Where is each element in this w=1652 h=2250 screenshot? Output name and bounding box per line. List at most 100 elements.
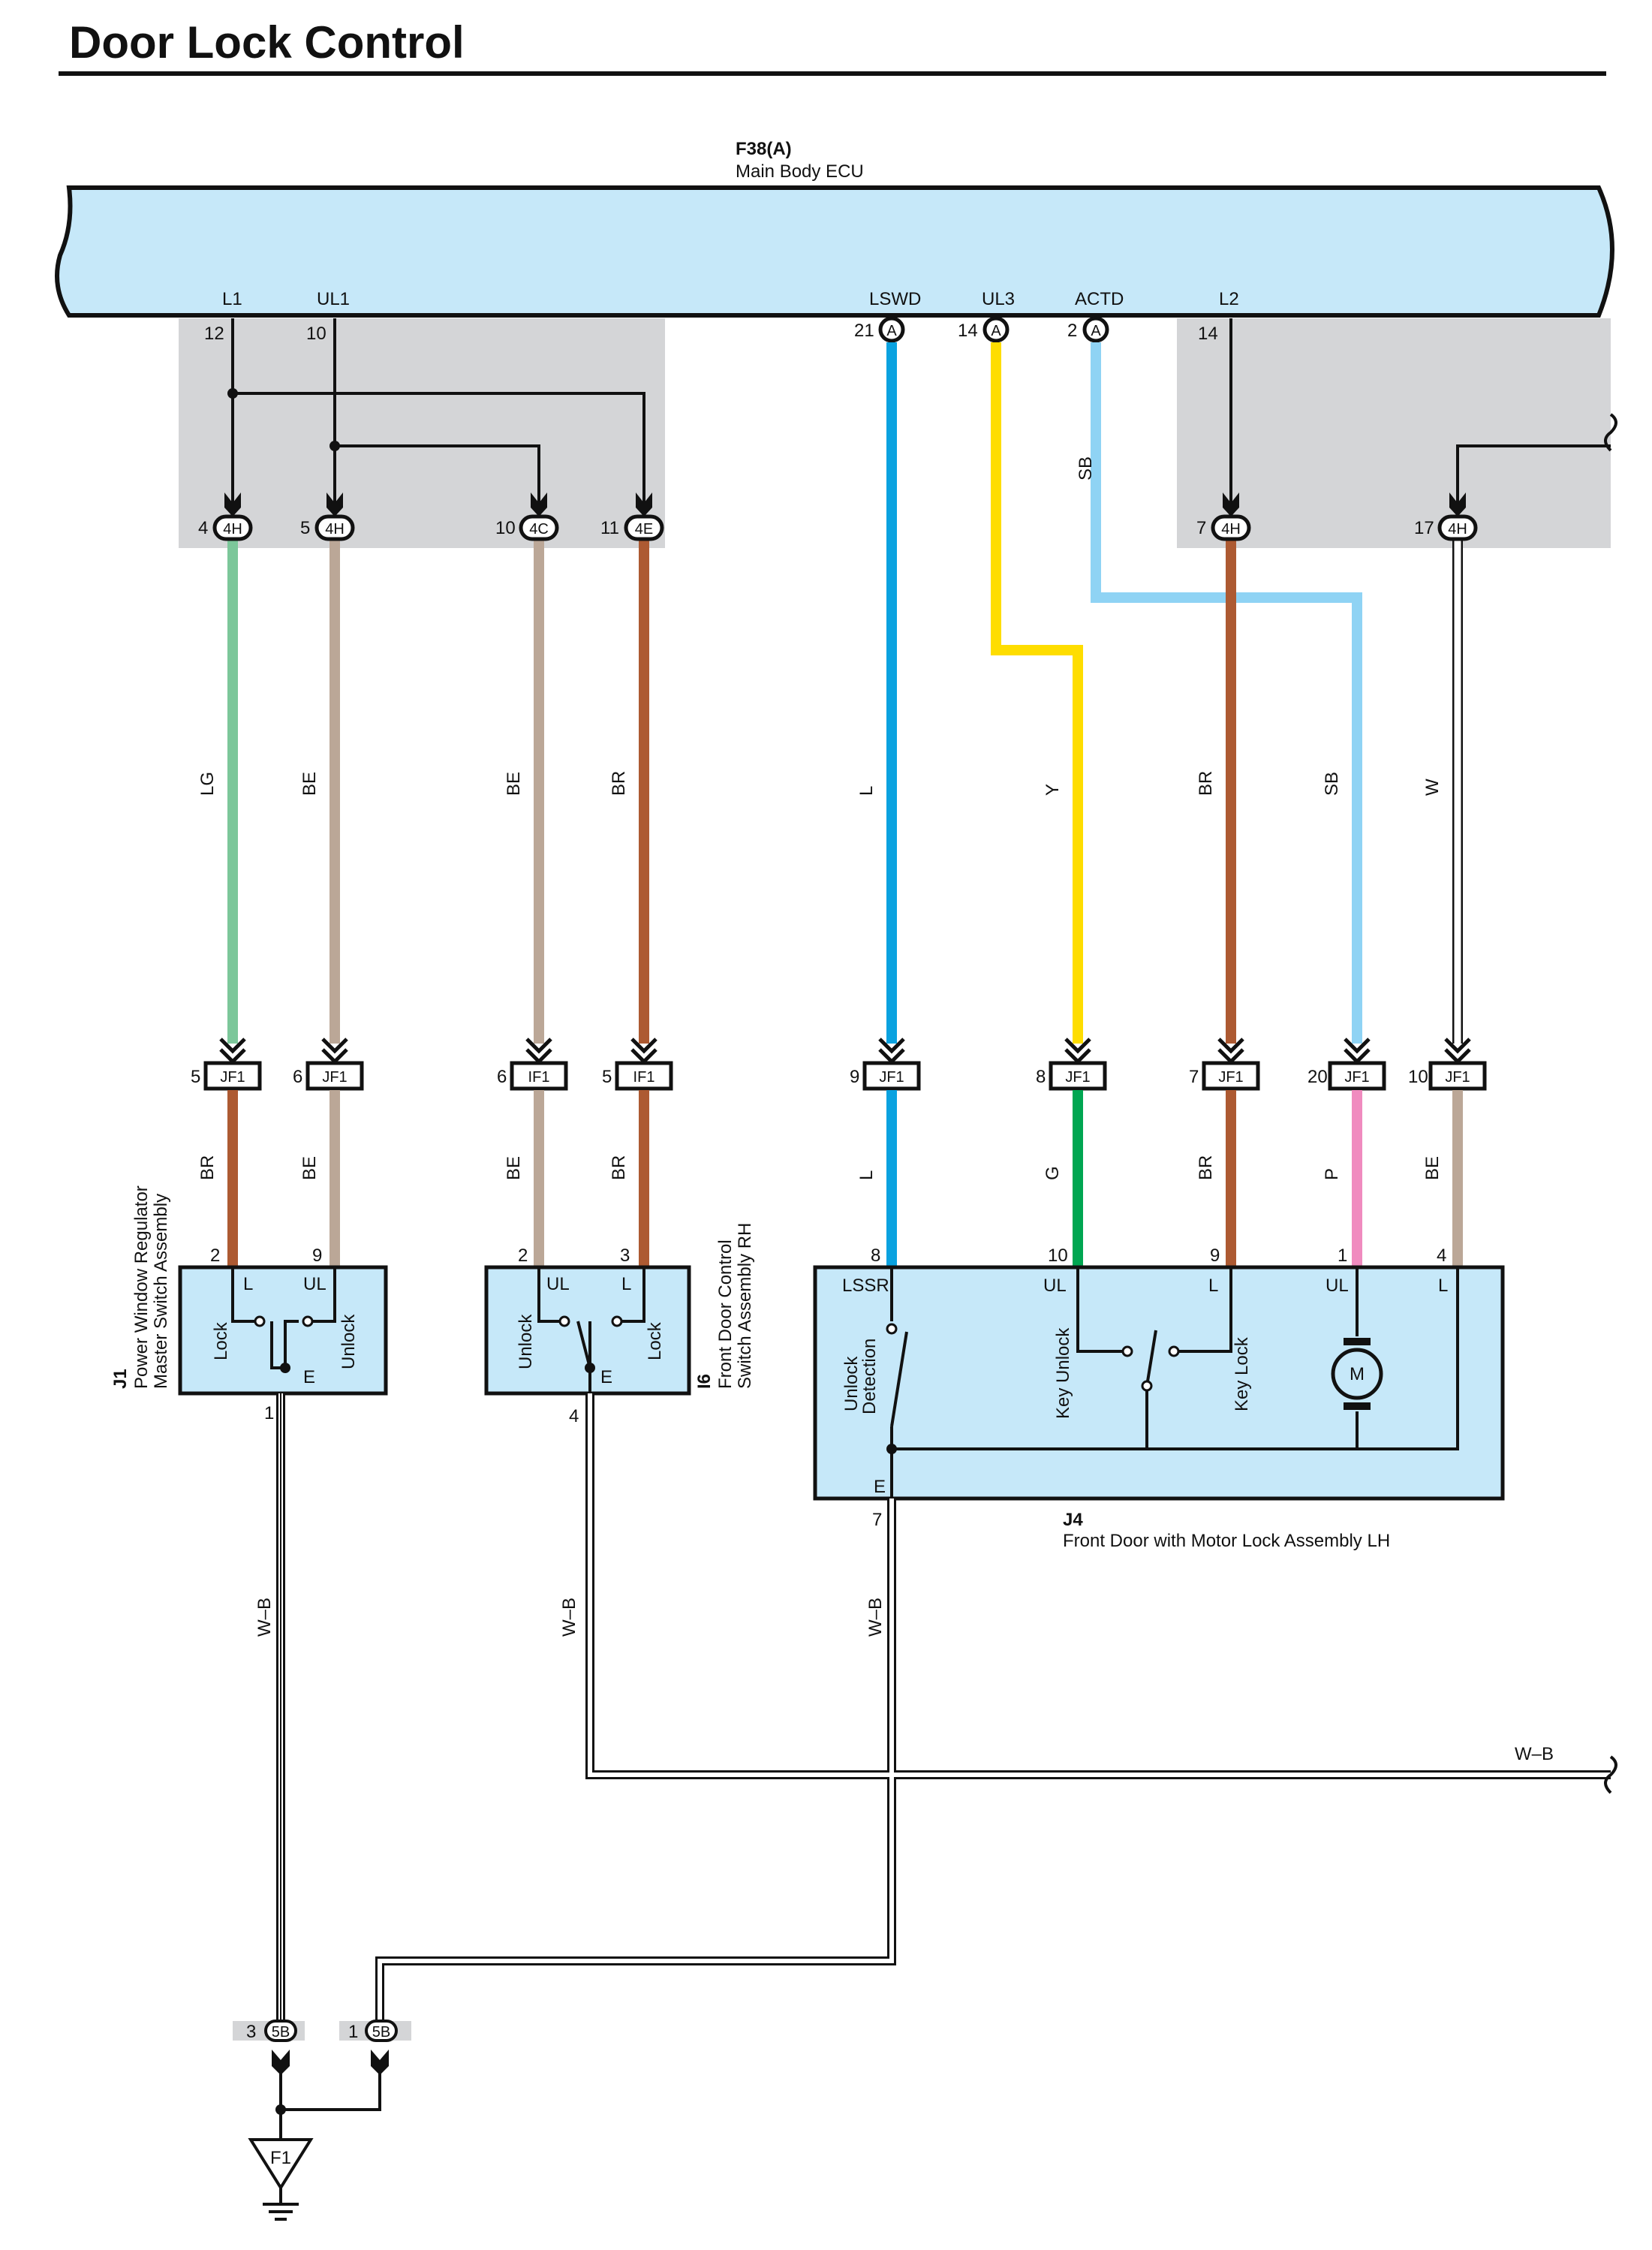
mid-connector-code: JF1 (1344, 1069, 1369, 1086)
ground-conn-pin-1: 1 (348, 2022, 358, 2042)
ecu-pin-lswd: 21 (854, 321, 874, 341)
top-connector-pin: 5 (300, 518, 310, 538)
mid-connector-code: JF1 (1445, 1069, 1470, 1086)
j1-pin-1: 1 (264, 1403, 274, 1423)
ecu-pin-l1: 12 (204, 324, 224, 344)
wire-color-label: L (856, 1170, 877, 1180)
j4-term-ul-2: UL (1326, 1276, 1349, 1296)
j4-pin-8: 8 (871, 1245, 880, 1266)
j1-term-e: E (303, 1367, 315, 1387)
j1-name-2: Master Switch Assembly (151, 1194, 171, 1389)
j1-label-unlock: Unlock (339, 1314, 359, 1369)
j4-pin-9: 9 (1210, 1245, 1220, 1266)
ecu-pin-ul1: 10 (306, 324, 326, 344)
ecu-pin-ul3: 14 (958, 321, 978, 341)
gray-area-right (1177, 318, 1611, 548)
wire-color-label: Y (1043, 784, 1063, 796)
top-connector (314, 492, 355, 541)
junction-dots (227, 388, 340, 451)
j4-term-e: E (874, 1477, 886, 1497)
mid-connector-pin: 7 (1189, 1067, 1199, 1087)
mid-connector (1049, 1038, 1107, 1091)
j4-pin-7: 7 (872, 1510, 882, 1530)
wire-color-label: BR (1196, 1155, 1216, 1180)
wire-color-label: BE (1422, 1156, 1443, 1180)
j1-code: J1 (110, 1369, 131, 1389)
ecu-connector-marker: A (878, 316, 905, 343)
upper-wires (227, 342, 1362, 1044)
i6-name-1: Front Door Control (715, 1239, 736, 1389)
mid-connector-code: JF1 (879, 1069, 904, 1086)
wire-color-label: BR (1196, 771, 1216, 796)
mid-connector-pin: 6 (293, 1067, 302, 1087)
wire-color-label: BR (609, 771, 629, 796)
break-mark (1604, 413, 1617, 452)
ground-wire-label: W–B (254, 1598, 275, 1637)
mid-connector-code: JF1 (1065, 1069, 1090, 1086)
ground-connector-5b (233, 2020, 411, 2042)
ecu-code: F38(A) (736, 139, 792, 159)
i6-pin-3: 3 (620, 1245, 630, 1266)
wire-color-label: W (1422, 779, 1443, 796)
j4-pin-1: 1 (1338, 1245, 1347, 1266)
i6-label-unlock: Unlock (516, 1314, 536, 1369)
top-connector-code: 4E (635, 521, 653, 538)
ground-point-label: F1 (270, 2148, 291, 2168)
ecu-pin-actd: 2 (1067, 321, 1077, 341)
wire-color-label: BE (299, 772, 320, 796)
mid-connector-code: JF1 (1218, 1069, 1243, 1086)
mid-connector-pin: 8 (1036, 1067, 1046, 1087)
top-connector-code: 4H (1448, 521, 1467, 538)
ecu-signal-lswd: LSWD (869, 289, 921, 309)
j1-switch-assembly (178, 1265, 388, 1396)
ground-wire-label-right: W–B (1515, 1744, 1554, 1764)
ecu-name: Main Body ECU (736, 161, 864, 182)
j4-label-detection: Detection (859, 1339, 880, 1414)
top-connector-code: 4H (325, 521, 345, 538)
wire-color-label: BE (299, 1156, 320, 1180)
ecu-pin-l2: 14 (1198, 324, 1218, 344)
mid-connector (203, 1038, 262, 1091)
wire-color-label: G (1043, 1166, 1063, 1180)
lower-wires (227, 1090, 1463, 1267)
ecu-connector-marker: A (982, 316, 1010, 343)
break-mark (1604, 1755, 1617, 1794)
j4-pin-4: 4 (1437, 1245, 1446, 1266)
j4-term-ul: UL (1043, 1276, 1067, 1296)
mid-connector (615, 1038, 673, 1091)
ground-wire-label: W–B (865, 1598, 886, 1637)
svg-text:A: A (991, 323, 1001, 339)
j4-term-l: L (1208, 1276, 1218, 1296)
gray-area-left (179, 318, 665, 548)
j1-label-lock: Lock (211, 1321, 231, 1360)
i6-code: I6 (694, 1374, 715, 1389)
wire-color-label: SB (1322, 772, 1342, 796)
i6-term-ul: UL (546, 1274, 570, 1294)
top-connector (624, 492, 664, 541)
j4-term-l-2: L (1438, 1276, 1448, 1296)
i6-pin-2: 2 (518, 1245, 528, 1266)
j1-pin-9: 9 (312, 1245, 322, 1266)
j1-pin-2: 2 (210, 1245, 220, 1266)
i6-switch-assembly (484, 1265, 691, 1405)
wire-color-label: P (1322, 1168, 1342, 1180)
mid-connector-pin: 5 (602, 1067, 612, 1087)
wire-color-label: BR (609, 1155, 629, 1180)
ground-point (248, 2050, 389, 2221)
top-connector-code: 4H (223, 521, 242, 538)
mid-connector-pin: 5 (191, 1067, 200, 1087)
mid-connector-pin: 20 (1307, 1067, 1328, 1087)
top-connector-pin: 17 (1414, 518, 1434, 538)
wire-color-label: L (856, 786, 877, 796)
motor-symbol: M (1350, 1364, 1365, 1384)
ground-wire-label: W–B (559, 1598, 579, 1637)
top-connector-code: 4H (1221, 521, 1241, 538)
mid-connector (510, 1038, 568, 1091)
wire-color-label: BE (504, 772, 524, 796)
svg-text:A: A (1091, 323, 1101, 339)
wire-color-label: SB (1076, 456, 1096, 480)
mid-connector (305, 1038, 364, 1091)
ground-conn-code: 5B (272, 2024, 290, 2041)
ecu-signal-ul1: UL1 (317, 289, 350, 309)
mid-connector-code: IF1 (633, 1069, 655, 1086)
